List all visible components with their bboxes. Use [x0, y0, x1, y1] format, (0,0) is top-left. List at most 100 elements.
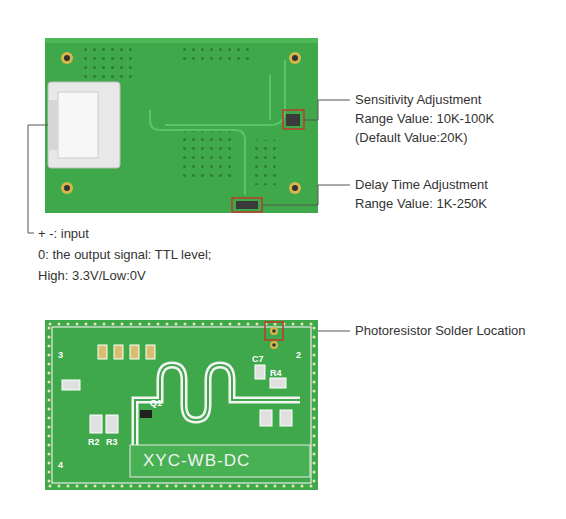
edge-pad — [313, 372, 316, 375]
sensitivity-resistor — [286, 114, 300, 126]
pin-note: + -: input — [38, 226, 89, 242]
edge-pad — [48, 381, 51, 384]
edge-pad — [238, 323, 241, 326]
pcb-front — [45, 320, 318, 490]
antenna-trace — [135, 365, 300, 445]
edge-pad — [166, 323, 169, 326]
edge-pad — [48, 372, 51, 375]
part-label: R4 — [270, 368, 282, 378]
edge-pad — [310, 323, 313, 326]
edge-pad — [313, 426, 316, 429]
part-label: C7 — [252, 354, 264, 364]
edge-pad — [58, 485, 61, 488]
capacitor — [146, 345, 155, 359]
edge-pad — [310, 485, 313, 488]
edge-pad — [48, 354, 51, 357]
callout-text: (Default Value:20K) — [355, 130, 468, 146]
connector — [48, 82, 120, 168]
edge-pad — [48, 363, 51, 366]
edge-pad — [148, 323, 151, 326]
callout-text: Range Value: 10K-100K — [355, 111, 494, 127]
edge-pad — [175, 485, 178, 488]
callout-text: Range Value: 1K-250K — [355, 196, 487, 212]
edge-pad — [48, 390, 51, 393]
edge-pad — [130, 323, 133, 326]
edge-pad — [48, 399, 51, 402]
edge-pad — [313, 462, 316, 465]
edge-pad — [313, 417, 316, 420]
photoresistor-pad — [270, 327, 278, 335]
edge-pad — [193, 323, 196, 326]
edge-pad — [265, 485, 268, 488]
board-name: XYC-WB-DC — [143, 452, 250, 470]
edge-pad — [48, 462, 51, 465]
callout-text: Photoresistor Solder Location — [355, 323, 526, 339]
edge-pad — [313, 390, 316, 393]
edge-pad — [256, 323, 259, 326]
pcb-back — [45, 38, 318, 213]
corner-number: 4 — [58, 460, 63, 470]
edge-pad — [76, 323, 79, 326]
edge-pad — [148, 485, 151, 488]
edge-pad — [175, 323, 178, 326]
edge-pad — [67, 323, 70, 326]
edge-pad — [247, 323, 250, 326]
edge-pad — [313, 435, 316, 438]
edge-pad — [313, 408, 316, 411]
transistor-q1 — [140, 410, 152, 418]
delay-resistor — [236, 201, 258, 209]
edge-pad — [301, 323, 304, 326]
edge-pad — [292, 485, 295, 488]
edge-pad — [121, 323, 124, 326]
edge-pad — [85, 323, 88, 326]
edge-pad — [229, 485, 232, 488]
edge-pad — [48, 336, 51, 339]
edge-pad — [139, 485, 142, 488]
edge-pad — [49, 485, 52, 488]
edge-pad — [211, 323, 214, 326]
edge-pad — [48, 345, 51, 348]
part-label: R3 — [106, 437, 118, 447]
edge-pad — [313, 453, 316, 456]
edge-pad — [184, 485, 187, 488]
edge-pad — [283, 485, 286, 488]
edge-pad — [48, 444, 51, 447]
capacitor — [114, 345, 123, 359]
edge-pad — [313, 444, 316, 447]
edge-pad — [94, 323, 97, 326]
edge-pad — [157, 485, 160, 488]
callout-text: Delay Time Adjustment — [355, 177, 488, 193]
capacitor — [130, 345, 139, 359]
edge-pad — [166, 485, 169, 488]
edge-pad — [313, 399, 316, 402]
edge-pad — [193, 485, 196, 488]
edge-pad — [157, 323, 160, 326]
edge-pad — [76, 485, 79, 488]
edge-pad — [238, 485, 241, 488]
edge-pad — [301, 485, 304, 488]
edge-pad — [48, 417, 51, 420]
pin-note: High: 3.3V/Low:0V — [38, 268, 146, 284]
edge-pad — [292, 323, 295, 326]
edge-pad — [313, 471, 316, 474]
edge-pad — [313, 381, 316, 384]
edge-pad — [112, 485, 115, 488]
edge-pad — [313, 354, 316, 357]
edge-pad — [112, 323, 115, 326]
edge-pad — [211, 485, 214, 488]
edge-pad — [49, 323, 52, 326]
part-label: Q1 — [150, 398, 162, 408]
edge-pad — [94, 485, 97, 488]
edge-pad — [58, 323, 61, 326]
edge-pad — [313, 480, 316, 483]
edge-pad — [313, 345, 316, 348]
edge-pad — [202, 485, 205, 488]
part-label: R2 — [88, 437, 100, 447]
edge-pad — [184, 323, 187, 326]
edge-pad — [274, 323, 277, 326]
edge-pad — [48, 426, 51, 429]
edge-pad — [247, 485, 250, 488]
edge-pad — [274, 485, 277, 488]
callout-text: Sensitivity Adjustment — [355, 92, 481, 108]
edge-pad — [313, 363, 316, 366]
